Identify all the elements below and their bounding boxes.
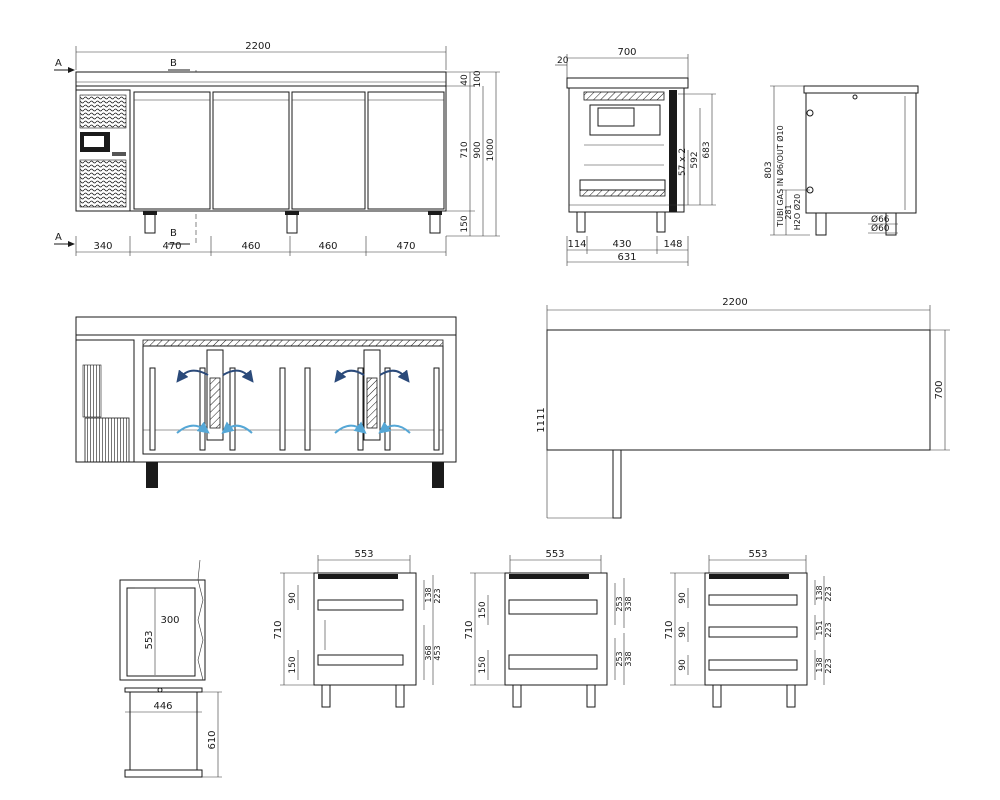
side-section-view: 700 20 683 592 57 x 2 114 430 148 631	[555, 47, 716, 266]
section-a-bottom: A	[55, 232, 62, 243]
drawer1-right-dim-3: 368	[424, 645, 433, 660]
drawer1-left-dim-2: 150	[288, 656, 298, 673]
drawer1-height-label: 710	[273, 620, 284, 639]
drawer2-left-dim-1: 150	[478, 601, 488, 618]
width-148-label: 148	[663, 239, 682, 250]
tray-width-300-label: 300	[160, 615, 179, 626]
section-b-top: B	[170, 58, 177, 69]
drawer3-right-dim-6: 223	[824, 658, 833, 673]
drawer3-right-dim-2: 223	[824, 586, 833, 601]
legs	[143, 210, 442, 234]
top-plan-view: 2200 700 1111	[536, 297, 950, 519]
height-1000-label: 1000	[486, 138, 496, 161]
drawer1-right-dim-2: 223	[433, 588, 442, 603]
height-803-label: 803	[764, 161, 774, 178]
segment-340-label: 340	[93, 241, 112, 252]
front-view: 2200 A A B B	[54, 41, 500, 256]
height-710-label: 710	[460, 141, 470, 158]
height-57x2-label: 57 x 2	[678, 148, 688, 176]
tray-width-446-label: 446	[153, 701, 172, 712]
drawer2-width-label: 553	[545, 549, 564, 560]
drawer3-right-dim-4: 223	[824, 622, 833, 637]
drawer1-left-dim-1: 90	[288, 592, 298, 604]
depth-700-label: 700	[617, 47, 636, 58]
section-b-bottom: B	[170, 228, 177, 239]
tray-height-610-label: 610	[207, 730, 218, 749]
door-swing-label: 1111	[536, 407, 547, 432]
height-683-label: 683	[702, 141, 712, 158]
drawer1-width-label: 553	[354, 549, 373, 560]
overall-width-label: 2200	[245, 41, 270, 52]
plan-depth-label: 700	[934, 380, 945, 399]
width-114-label: 114	[567, 239, 586, 250]
drawer-view-2: 553 710 150 150 253 338 253 338	[464, 549, 633, 708]
drawer2-height-label: 710	[464, 620, 475, 639]
height-40-label: 40	[460, 74, 470, 86]
drawer2-right-dim-3: 253	[615, 651, 624, 666]
height-100-label: 100	[473, 70, 483, 87]
drawer3-left-dim-2: 90	[678, 626, 688, 638]
tray-view: 300 553 446 610	[119, 559, 222, 778]
drawer1-right-dim-4: 453	[433, 645, 442, 660]
height-150-label: 150	[460, 215, 470, 232]
segment-470b-label: 470	[396, 241, 415, 252]
offset-20-label: 20	[557, 56, 569, 66]
drawer2-right-dim-2: 338	[624, 596, 633, 611]
plan-width-label: 2200	[722, 297, 747, 308]
drawer-view-3: 553 710 90 90 90 138 223 151 223 138 223	[664, 549, 833, 708]
height-900-label: 900	[473, 141, 483, 158]
segment-460-label: 460	[241, 241, 260, 252]
evaporator-units	[206, 349, 381, 441]
drawer3-right-dim-5: 138	[815, 657, 824, 672]
drawer-view-1: 553 710 90 150 138 223 368 453	[273, 549, 442, 708]
pipe-elevation-view: 803 TUBI GAS IN Ø6/OUT Ø10 281 H2O Ø20 Ø…	[764, 85, 919, 236]
shelf-rails	[149, 367, 440, 451]
drawer3-right-dim-1: 138	[815, 585, 824, 600]
drawer3-width-label: 553	[748, 549, 767, 560]
diameter-60-label: Ø60	[871, 223, 890, 234]
drawer3-height-label: 710	[664, 620, 675, 639]
water-pipe-label: H2O Ø20	[792, 194, 802, 230]
door-panels	[133, 91, 445, 210]
height-281-label: 281	[784, 204, 793, 219]
drawer2-left-dim-2: 150	[478, 656, 488, 673]
pipe-gas-label: TUBI GAS IN Ø6/OUT Ø10	[775, 125, 785, 227]
drawer2-right-dim-4: 338	[624, 651, 633, 666]
tray-height-553-label: 553	[144, 630, 155, 649]
segment-470-label: 470	[162, 241, 181, 252]
drawer2-right-dim-1: 253	[615, 596, 624, 611]
drawer3-left-dim-3: 90	[678, 659, 688, 671]
width-631-label: 631	[617, 252, 636, 263]
drawer1-right-dim-1: 138	[424, 587, 433, 602]
height-592-label: 592	[690, 151, 700, 168]
segment-460b-label: 460	[318, 241, 337, 252]
diameter-66-label: Ø66	[871, 214, 890, 225]
width-430-label: 430	[612, 239, 631, 250]
section-a-top: A	[55, 58, 62, 69]
drawer3-left-dim-1: 90	[678, 592, 688, 604]
airflow-section-view	[75, 316, 457, 488]
drawer3-right-dim-3: 151	[815, 620, 824, 635]
